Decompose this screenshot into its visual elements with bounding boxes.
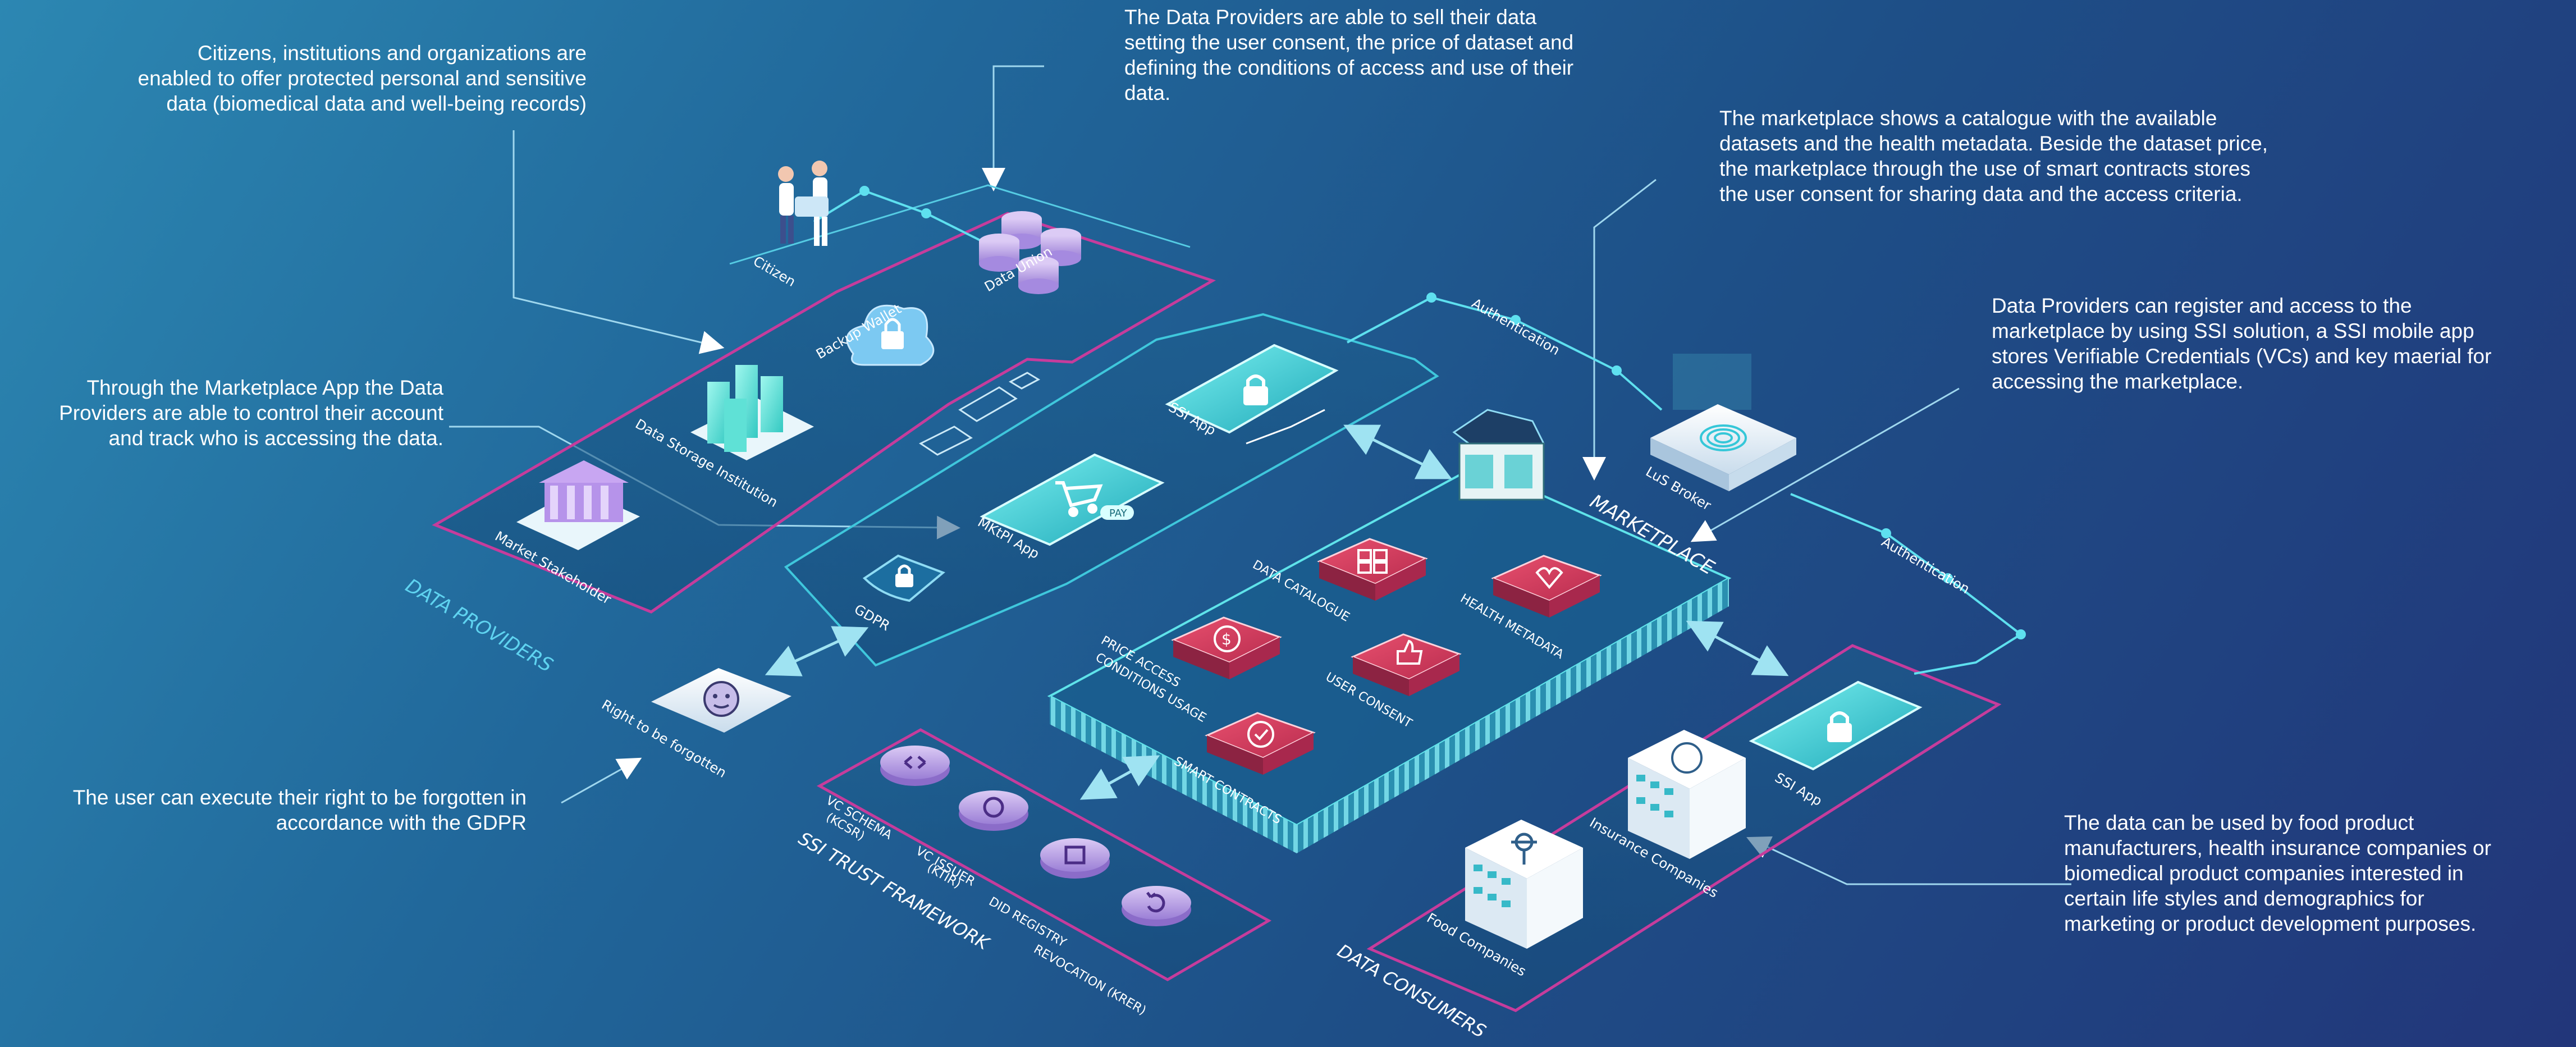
section-data-providers: DATA PROVIDERS (402, 574, 557, 677)
fork-knife-icon (1511, 833, 1537, 865)
buildings-icon (690, 365, 814, 460)
code-icon (904, 756, 926, 769)
mktpl-app-phone: PAY (980, 453, 1165, 546)
ssi-app-phone-bottom (1749, 680, 1923, 771)
vc-schema-coin (880, 746, 950, 786)
seal-icon-insurance (1671, 742, 1703, 774)
shopping-cart-icon (1055, 481, 1103, 517)
phone-lock-icon-bottom (1827, 711, 1852, 742)
ssi-app-phone-top (1165, 344, 1339, 434)
face-icon (651, 668, 791, 733)
citizen-group-icon (778, 161, 829, 246)
data-catalogue-tile (1317, 538, 1428, 601)
revoke-icon (1146, 891, 1165, 913)
flow-arrows (765, 424, 1789, 800)
connector-dots (859, 186, 2026, 639)
annotation-ssi-register: Data Providers can register and access t… (1992, 294, 2492, 393)
fingerprint-icon (1700, 424, 1747, 451)
shield-lock-icon (862, 554, 945, 602)
grid-icon (1357, 549, 1388, 574)
bank-icon (516, 460, 640, 550)
thumbs-up-icon (1397, 639, 1423, 665)
house-icon (1452, 409, 1545, 501)
pay-badge: PAY (1109, 508, 1128, 519)
annotation-citizens: Citizens, institutions and organizations… (138, 42, 587, 115)
user-consent-tile (1351, 633, 1462, 696)
vc-issuer-coin (959, 790, 1028, 831)
did-registry-coin (1040, 838, 1110, 879)
dollar-icon: $ (1214, 625, 1241, 652)
seal-icon (983, 797, 1004, 818)
device-icons (919, 372, 1041, 456)
smart-contracts-tile (1205, 712, 1316, 775)
svg-text:$: $ (1221, 630, 1232, 648)
annotation-marketplace: The marketplace shows a catalogue with t… (1719, 107, 2268, 205)
health-icon (1535, 567, 1563, 589)
annotation-forgotten: The user can execute their right to be f… (72, 786, 527, 834)
health-metadata-tile (1491, 555, 1602, 618)
database-icon (979, 211, 1081, 294)
authentication-label-1: Authentication (1469, 295, 1563, 358)
cloud-lock-icon (846, 304, 935, 366)
authentication-label-2: Authentication (1879, 534, 1973, 597)
price-access-tile: $ (1171, 616, 1282, 679)
citizen-label: Citizen (751, 253, 798, 290)
shield-check-icon (1247, 721, 1274, 748)
phone-lock-icon (1243, 374, 1268, 405)
document-icon (1064, 845, 1086, 865)
annotation-consumers: The data can be used by food product man… (2064, 811, 2491, 935)
insurance-building (1628, 730, 1746, 859)
annotation-marketplace-app: Through the Marketplace App the Data Pro… (59, 376, 443, 450)
lus-broker (1650, 354, 1796, 491)
revocation-coin (1122, 886, 1191, 926)
annotation-sell: The Data Providers are able to sell thei… (1124, 6, 1574, 104)
food-building (1465, 820, 1583, 949)
